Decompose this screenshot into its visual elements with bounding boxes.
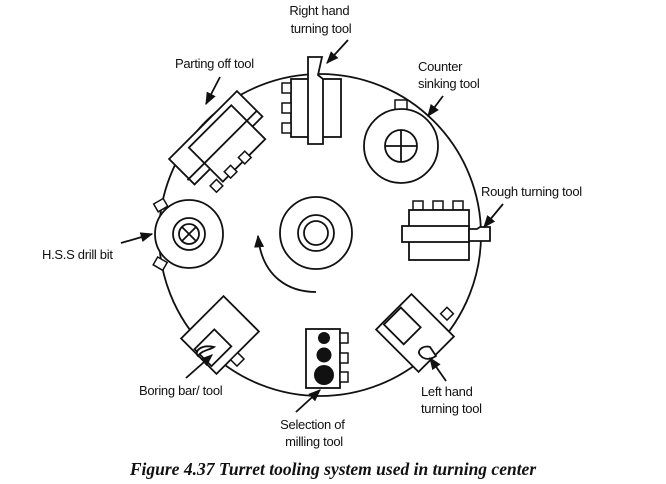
right-hand-turning-tool [281,56,342,145]
leader-left-hand-turning [429,356,447,382]
leader-rough-turning [483,203,504,228]
label-parting-off-tool: Parting off tool [175,56,254,71]
figure-caption: Figure 4.37 Turret tooling system used i… [129,459,536,479]
rotation-arrow-icon [254,234,317,293]
leader-hss-drill [120,232,154,244]
leader-milling [295,389,321,413]
boring-bar-cutter [195,345,217,358]
parting-off-tool [167,89,267,194]
label-milling-tool: Selection of milling tool [280,417,348,449]
leader-right-hand-turning [326,39,349,64]
label-right-hand-turning-tool: Right hand turning tool [289,3,352,36]
counter-sinking-tool [363,99,439,184]
boring-bar-tool [179,294,261,376]
label-counter-sinking-tool: Counter sinking tool [418,59,480,91]
rough-turning-tool [401,200,491,261]
label-left-hand-turning-tool: Left hand turning tool [421,384,482,416]
leader-parting-off [205,76,221,106]
left-hand-turning-cutter [418,345,438,360]
label-hss-drill-bit: H.S.S drill bit [42,247,113,262]
leader-boring-bar [185,354,213,379]
leader-counter-sinking [427,95,444,118]
hss-drill-bit-tool [152,197,224,272]
turret-center-spindle [279,196,353,270]
milling-tool [305,328,349,389]
label-rough-turning-tool: Rough turning tool [481,184,582,199]
label-boring-bar-tool: Boring bar/ tool [139,383,223,398]
left-hand-turning-tool [374,292,456,374]
